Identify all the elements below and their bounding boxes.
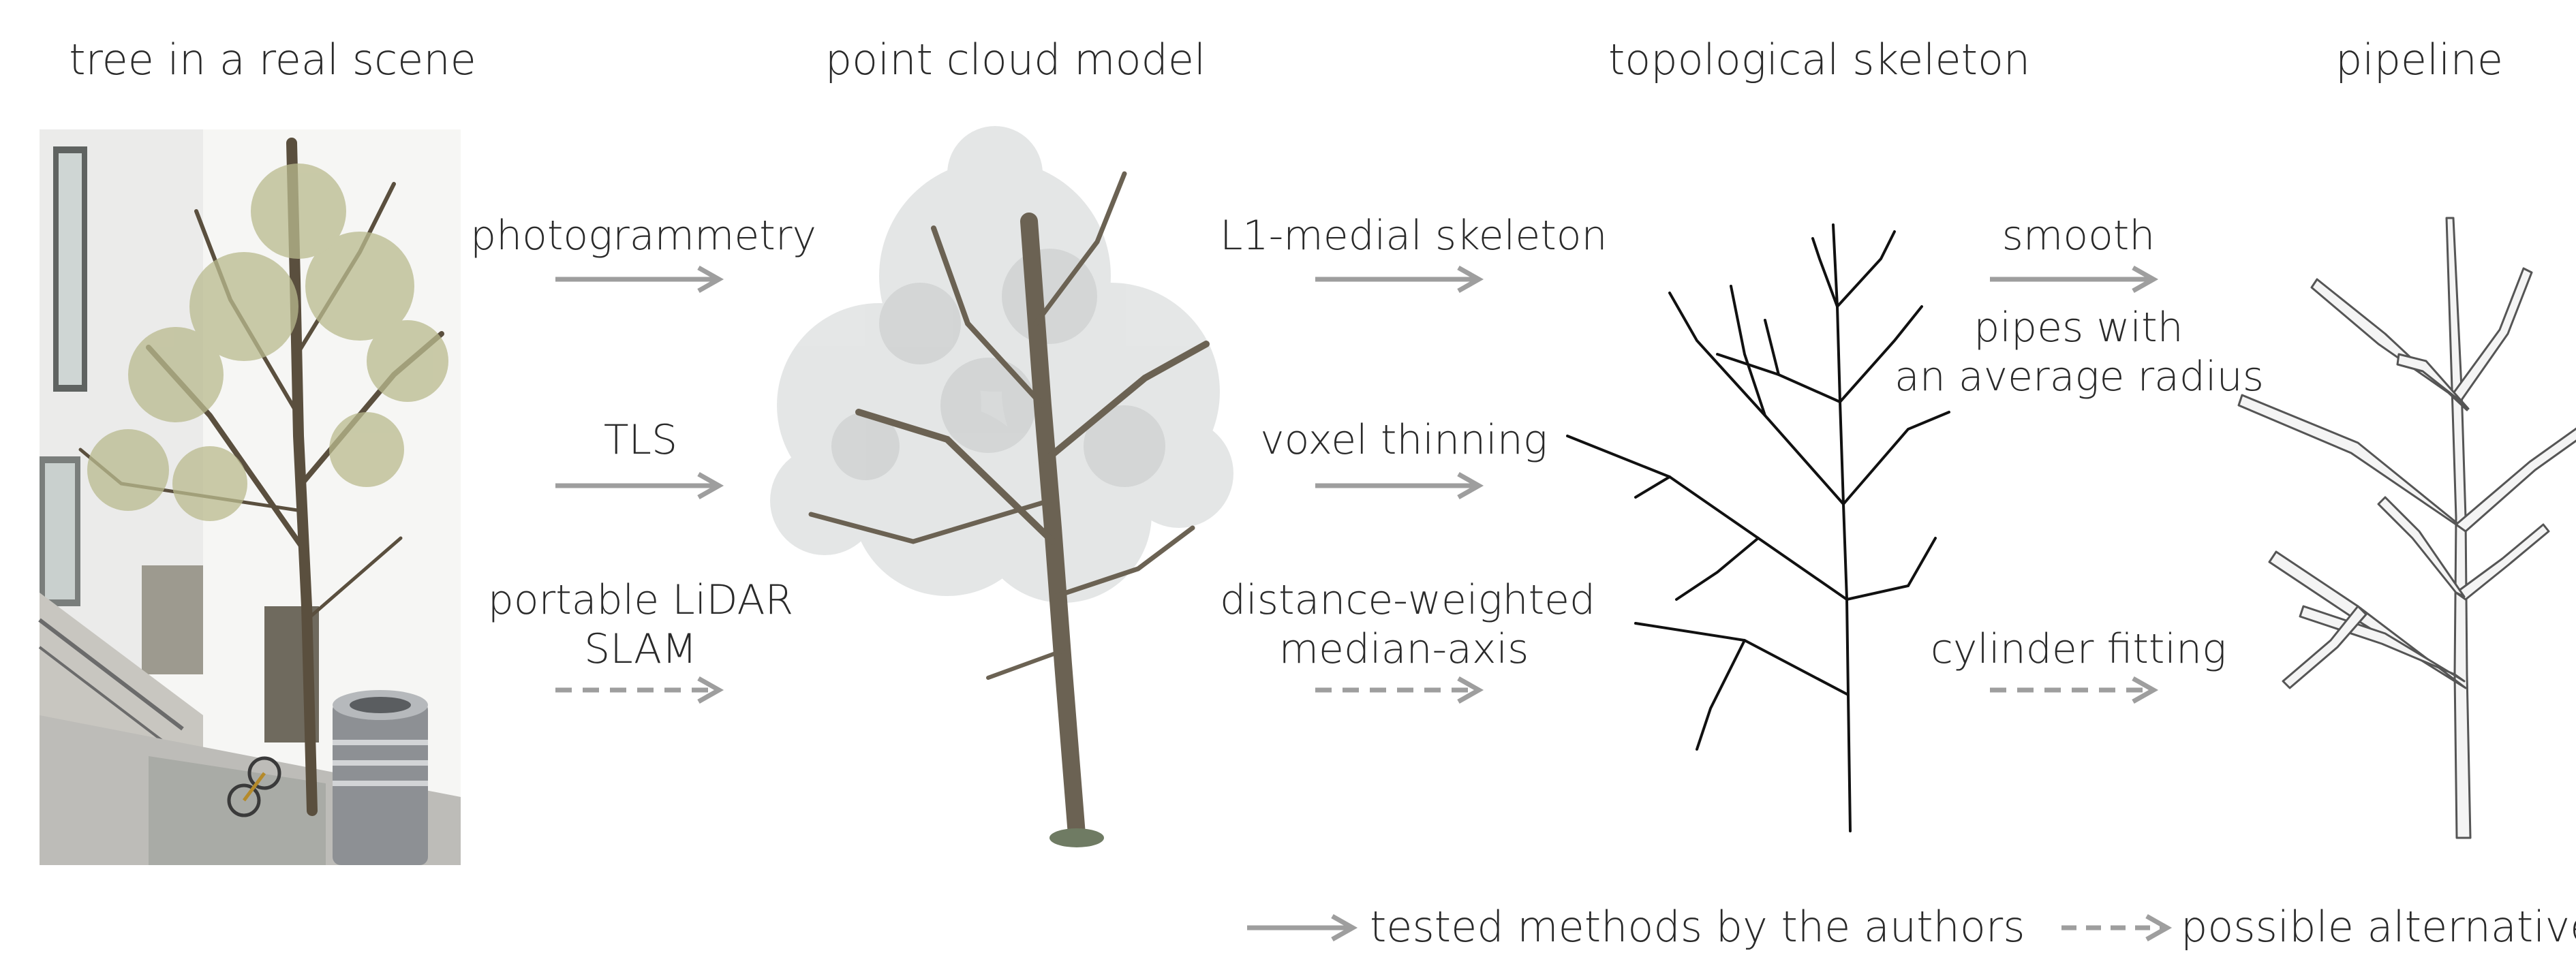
point-cloud-illustration bbox=[743, 119, 1247, 855]
method-smooth-arrow bbox=[1990, 262, 2167, 296]
method-photogrammetry-label: photogrammetry bbox=[470, 211, 811, 260]
header-pipeline: pipeline bbox=[2283, 35, 2556, 84]
method-smooth-note-line2: an average radius bbox=[1895, 352, 2263, 401]
method-portable-lidar-label-line1: portable LiDAR bbox=[470, 576, 811, 625]
topological-skeleton bbox=[1540, 218, 1949, 845]
method-l1-medial-arrow bbox=[1315, 262, 1492, 296]
legend-dashed-label: possible alternatives bbox=[2181, 903, 2576, 952]
legend-solid-label: tested methods by the authors bbox=[1370, 903, 2025, 952]
method-cylinder-fitting-arrow bbox=[1990, 673, 2167, 707]
method-distance-weighted-label-line2: median-axis bbox=[1220, 625, 1588, 674]
method-distance-weighted-arrow bbox=[1315, 673, 1492, 707]
method-l1-medial-label: L1-medial skeleton bbox=[1220, 211, 1588, 260]
method-voxel-thinning-label: voxel thinning bbox=[1220, 416, 1588, 465]
scene-illustration bbox=[40, 129, 461, 865]
legend-dashed-arrow bbox=[2061, 911, 2177, 945]
method-voxel-thinning-arrow bbox=[1315, 469, 1492, 503]
method-cylinder-fitting-label: cylinder fitting bbox=[1915, 625, 2242, 674]
method-tls-arrow bbox=[555, 469, 733, 503]
method-tls-label: TLS bbox=[470, 416, 811, 465]
method-distance-weighted-label-line1: distance-weighted bbox=[1220, 576, 1588, 625]
method-portable-lidar-arrow bbox=[555, 673, 733, 707]
header-point-cloud: point cloud model bbox=[811, 35, 1220, 84]
method-smooth-note-line1: pipes with bbox=[1895, 303, 2263, 352]
skeleton-illustration bbox=[1540, 218, 1949, 845]
header-skeleton: topological skeleton bbox=[1608, 35, 2017, 84]
method-photogrammetry-arrow bbox=[555, 262, 733, 296]
header-scene: tree in a real scene bbox=[68, 35, 477, 84]
point-cloud-model bbox=[743, 119, 1247, 855]
legend-solid-arrow bbox=[1247, 911, 1363, 945]
scene-photo bbox=[40, 129, 461, 865]
method-smooth-label: smooth bbox=[1915, 211, 2242, 260]
method-portable-lidar-label-line2: SLAM bbox=[470, 625, 811, 674]
